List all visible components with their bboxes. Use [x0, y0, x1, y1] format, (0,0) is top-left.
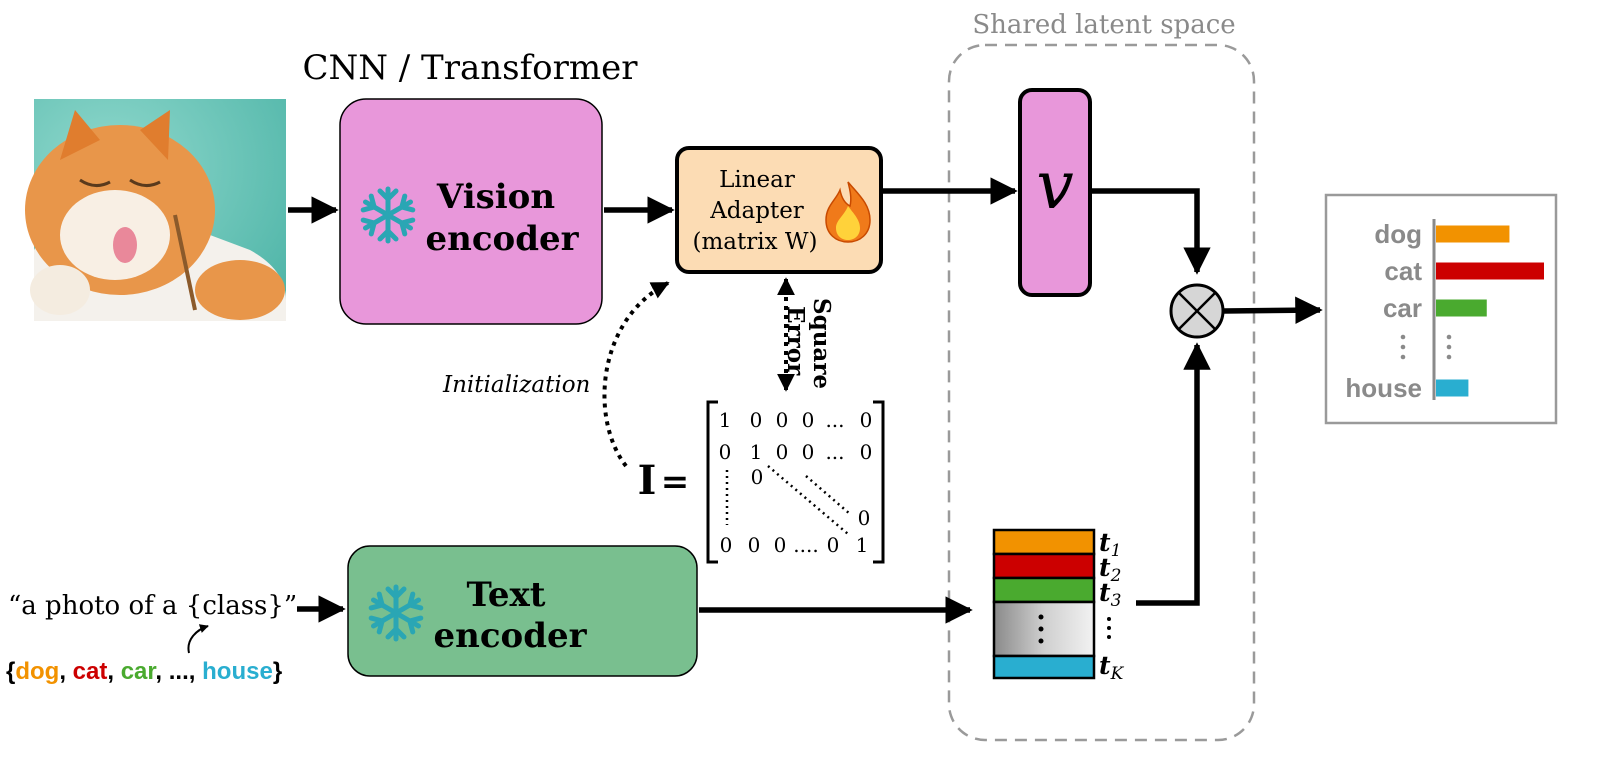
- matrix-diagonal-dots-2: [805, 475, 851, 515]
- identity-symbol: I: [638, 457, 657, 504]
- matrix-cell: 1: [856, 533, 869, 557]
- text-embedding-label: t3: [1099, 578, 1121, 611]
- embedding-symbol: t: [1099, 528, 1111, 557]
- matrix-cell: 0: [827, 533, 840, 557]
- class-comma: ,: [155, 658, 168, 685]
- output-ellipsis: [1400, 334, 1452, 360]
- class-car: car: [121, 658, 157, 685]
- class-list-open: {: [6, 658, 15, 685]
- matrix-cell: 0: [858, 506, 871, 530]
- vision-encoder-label-1: Vision: [436, 177, 555, 217]
- linear-adapter-box: [675, 146, 883, 274]
- identity-equals: =: [661, 462, 690, 502]
- text-embedding-label: t2: [1099, 553, 1121, 586]
- text-encoder-label-1: Text: [466, 575, 545, 615]
- embedding-subscript: K: [1110, 664, 1125, 684]
- matrix-cell: 0: [776, 440, 789, 464]
- output-bar-cat: [1436, 262, 1544, 280]
- shared-latent-space-region: [947, 43, 1256, 742]
- class-house: house: [202, 658, 273, 685]
- vision-encoder-caption: CNN / Transformer: [302, 48, 638, 88]
- fire-icon: [825, 181, 871, 243]
- matrix-cell: ....: [793, 533, 818, 557]
- output-label-house: house: [1345, 373, 1422, 403]
- class-ellipsis: ...: [169, 658, 189, 685]
- text-embedding-label: tK: [1099, 651, 1125, 684]
- prompt-class-arrow: [187, 624, 209, 654]
- class-list-close: }: [273, 658, 282, 685]
- matrix-cell: ...: [825, 408, 844, 432]
- text-encoder-box: [347, 545, 698, 677]
- prompt-template: “a photo of a {class}”: [8, 591, 297, 621]
- cat-photo: [25, 99, 286, 321]
- square-error-label-1: Square: [808, 298, 835, 389]
- product-node: [1169, 283, 1225, 339]
- matrix-cell: 0: [719, 440, 732, 464]
- shared-latent-space-label: Shared latent space: [972, 10, 1235, 40]
- embedding-subscript: 1: [1111, 541, 1122, 561]
- vision-encoder-label-2: encoder: [425, 219, 579, 259]
- matrix-right-bracket: [873, 400, 885, 564]
- initialization-arrow: [602, 281, 670, 468]
- matrix-cell: 1: [719, 408, 732, 432]
- text-embedding-row: [992, 528, 1096, 556]
- matrix-cell: ...: [825, 440, 844, 464]
- text-embeddings-stack: [992, 528, 1096, 680]
- matrix-cell: 0: [860, 440, 873, 464]
- matrix-cell: 0: [774, 533, 787, 557]
- class-comma: ,: [107, 658, 120, 685]
- output-bar-car: [1436, 299, 1487, 317]
- arrow-embeddings-to-product: [1136, 342, 1211, 606]
- matrix-cell: 0: [751, 465, 764, 489]
- arrow-v-to-product: [1090, 188, 1211, 275]
- class-cat: cat: [73, 658, 108, 685]
- matrix-cell: 0: [860, 408, 873, 432]
- matrix-cell: 0: [776, 408, 789, 432]
- matrix-cell: 0: [750, 408, 763, 432]
- text-embedding-label: t1: [1099, 528, 1121, 561]
- initialization-label: Initialization: [442, 372, 590, 398]
- embedding-subscript: 3: [1111, 591, 1122, 611]
- class-dog: dog: [15, 658, 59, 685]
- adapter-label-1: Linear: [719, 167, 795, 193]
- matrix-cell: 0: [802, 408, 815, 432]
- embedding-symbol: t: [1099, 578, 1111, 607]
- class-list: {dog, cat, car, ..., house}: [6, 658, 282, 685]
- adapter-label-2: Adapter: [709, 198, 804, 224]
- text-encoder-label-2: encoder: [433, 616, 587, 656]
- matrix-left-bracket: [706, 400, 718, 564]
- matrix-cell: 1: [750, 440, 763, 464]
- embedding-symbol: t: [1099, 553, 1111, 582]
- text-embedding-ellipsis-row: [992, 600, 1096, 658]
- arrow-product-to-output: [1223, 296, 1323, 325]
- output-label-dog: dog: [1374, 219, 1422, 249]
- embedding-vertical-dots: [1107, 617, 1111, 639]
- square-error-label-2: Error: [782, 306, 809, 376]
- output-bar-house: [1436, 379, 1469, 397]
- output-label-cat: cat: [1384, 256, 1422, 286]
- embedding-subscript: 2: [1110, 566, 1122, 586]
- text-embedding-row: [992, 576, 1096, 604]
- vision-embedding-symbol: v: [1036, 147, 1073, 224]
- output-label-car: car: [1383, 293, 1422, 323]
- text-embedding-row: [992, 654, 1096, 680]
- adapter-label-3: (matrix W): [693, 229, 818, 255]
- class-comma: ,: [59, 658, 72, 685]
- vision-encoder-box: [339, 98, 603, 325]
- class-comma: ,: [189, 658, 202, 685]
- embedding-symbol: t: [1099, 651, 1111, 680]
- matrix-cell: 0: [720, 533, 733, 557]
- output-bar-dog: [1436, 225, 1510, 243]
- matrix-cell: 0: [748, 533, 761, 557]
- text-embedding-row: [992, 552, 1096, 580]
- matrix-cell: 0: [802, 440, 815, 464]
